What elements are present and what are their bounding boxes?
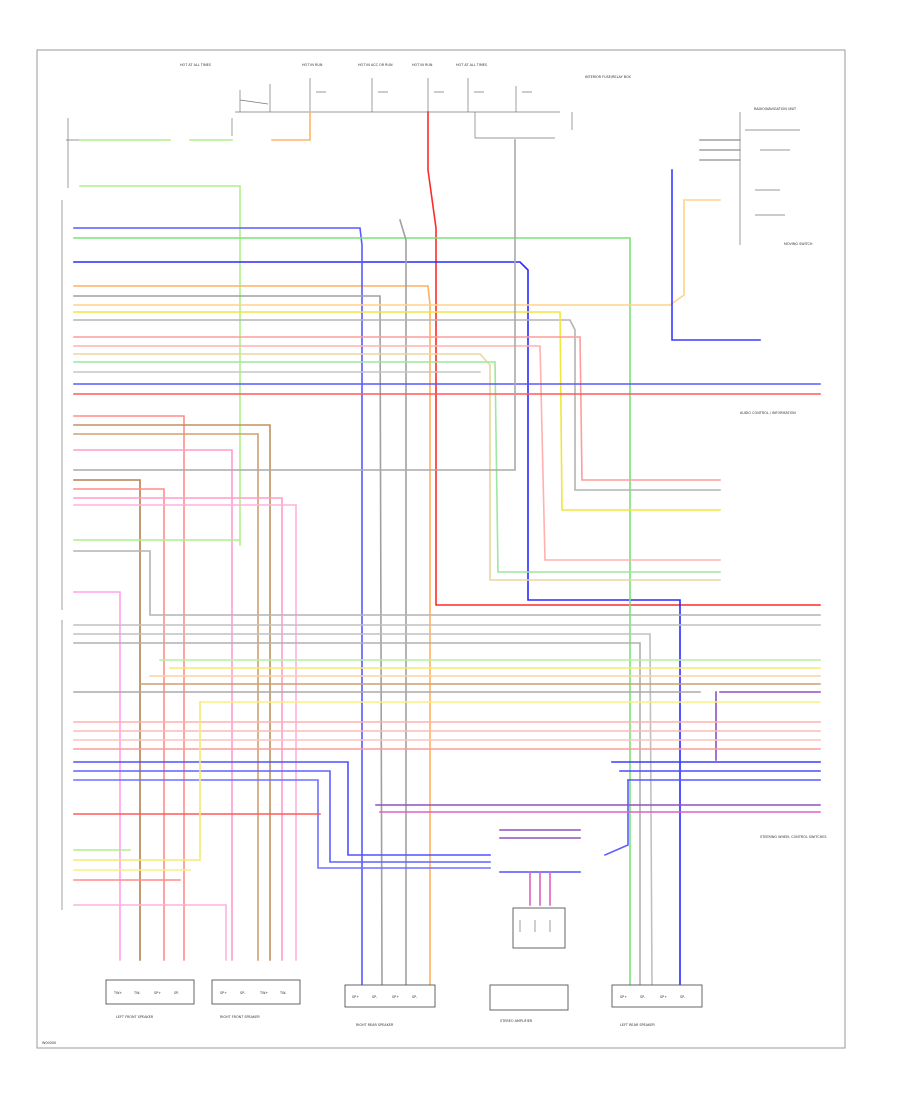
footer-code: W00000	[42, 1041, 56, 1045]
left-rear-speaker: SP+ SP- SP+ SP- LEFT REAR SPEAKER	[611, 984, 703, 1027]
pin-label: SP+	[220, 991, 227, 995]
pin-label: SP-	[174, 991, 180, 995]
wire-orange-long	[73, 285, 431, 986]
wire-green-long	[73, 237, 631, 986]
pin-label: TW-	[279, 991, 287, 995]
wire-gray-mid	[73, 139, 516, 471]
pin-label: SP+	[620, 995, 627, 999]
wire-blue-long	[73, 261, 681, 986]
wire-gray-switch	[699, 139, 741, 161]
wire-yellow-right	[73, 311, 721, 511]
stereo-amplifier-connector	[489, 984, 569, 1011]
wire-red-spk1	[73, 415, 185, 961]
right-label-audio-control: AUDIO CONTROL / INFORMATION	[740, 411, 796, 415]
wire-violet-amp	[499, 829, 581, 839]
top-label-6: INTERIOR FUSE/RELAY BOX	[585, 75, 631, 79]
wire-gray-h2	[73, 633, 653, 986]
right-label-moving-switch: MOVING SWITCH	[784, 242, 813, 246]
wire-lightred-1	[73, 336, 721, 481]
wire-brown-spk1	[73, 424, 271, 961]
wire-pink-amp	[529, 871, 551, 906]
wire-green-corner	[79, 185, 241, 546]
wire-blue-b1	[73, 761, 491, 856]
wire-pink-spk2	[73, 449, 233, 961]
speaker-box	[611, 984, 703, 1008]
wire-blue-switch	[671, 169, 761, 341]
pin-label: SP+	[352, 995, 359, 999]
pin-label: SP+	[660, 995, 667, 999]
wire-pink-rf2	[73, 504, 297, 961]
speaker-connectors: TW+ TW- SP+ SP- LEFT FRONT SPEAKER SP+ S…	[105, 979, 703, 1027]
right-label-steering-switches: STEERING WHEEL CONTROL SWITCHES	[760, 835, 826, 839]
wire-blue-rdown	[603, 779, 629, 857]
wire-blue-2	[73, 227, 363, 986]
speaker-box	[105, 979, 195, 1005]
pin-label: TW+	[259, 991, 268, 995]
wire-pink-low	[73, 904, 227, 961]
wire-harness	[73, 111, 821, 986]
wire-pink-long	[73, 591, 121, 961]
wire-brown-spk2	[73, 433, 259, 961]
component-name: RIGHT FRONT SPEAKER	[220, 1015, 260, 1019]
component-name-amp: STEREO AMPLIFIER	[500, 1019, 533, 1023]
wire-yellow-low	[73, 701, 201, 861]
top-label-4: HOT IN RUN	[412, 63, 433, 67]
right-label-radio-nav: RADIO/NAVIGATION UNIT	[754, 107, 797, 111]
right-labels: AUDIO CONTROL / INFORMATION STEERING WHE…	[740, 107, 826, 839]
top-power-section: HOT AT ALL TIMES HOT IN RUN HOT IN ACC O…	[66, 63, 813, 246]
diagram-frame	[36, 49, 846, 1049]
wire-red-feed	[427, 111, 821, 606]
speaker-box	[211, 979, 301, 1005]
wire-gray-h3	[73, 642, 641, 986]
component-name: RIGHT REAR SPEAKER	[356, 1023, 394, 1027]
wire-gray-2	[399, 219, 407, 986]
wire-blue-b3	[73, 779, 491, 869]
pin-label: SP+	[392, 995, 399, 999]
pin-label: SP-	[680, 995, 686, 999]
pin-label: SP-	[412, 995, 418, 999]
wire-orange-right	[73, 199, 721, 306]
wire-tan-1	[73, 353, 721, 581]
component-name: LEFT FRONT SPEAKER	[116, 1015, 154, 1019]
wire-gray-1	[73, 295, 383, 986]
pin-label: SP-	[640, 995, 646, 999]
right-front-speaker: SP+ SP- TW+ TW- RIGHT FRONT SPEAKER	[211, 979, 301, 1019]
pin-label: TW+	[113, 991, 122, 995]
pin-label: SP-	[372, 995, 378, 999]
wire-brown-lf1	[73, 479, 141, 961]
wire-orange-top	[271, 111, 311, 141]
wire-lightred-2	[73, 345, 721, 561]
wire-blue-b2	[73, 770, 491, 863]
wire-green-mid	[73, 361, 721, 573]
wire-pink-rf	[73, 497, 283, 961]
top-label-3: HOT IN ACC OR RUN	[358, 63, 393, 67]
left-front-speaker: TW+ TW- SP+ SP- LEFT FRONT SPEAKER	[105, 979, 195, 1019]
right-rear-speaker: SP+ SP- SP+ SP- RIGHT REAR SPEAKER	[344, 984, 436, 1027]
top-label-1: HOT AT ALL TIMES	[180, 63, 211, 67]
wire-red-lf2	[73, 488, 165, 961]
stereo-amplifier: STEREO AMPLIFIER	[489, 907, 569, 1023]
pin-label: SP-	[240, 991, 246, 995]
wire-gray-3	[73, 319, 721, 491]
wire-gray-low	[73, 550, 821, 616]
speaker-box	[344, 984, 436, 1008]
top-label-2: HOT IN RUN	[302, 63, 323, 67]
component-name: LEFT REAR SPEAKER	[620, 1023, 655, 1027]
stereo-amplifier-box	[512, 907, 566, 949]
top-label-5: HOT AT ALL TIMES	[456, 63, 487, 67]
pin-label: TW-	[133, 991, 141, 995]
pin-label: SP+	[154, 991, 161, 995]
